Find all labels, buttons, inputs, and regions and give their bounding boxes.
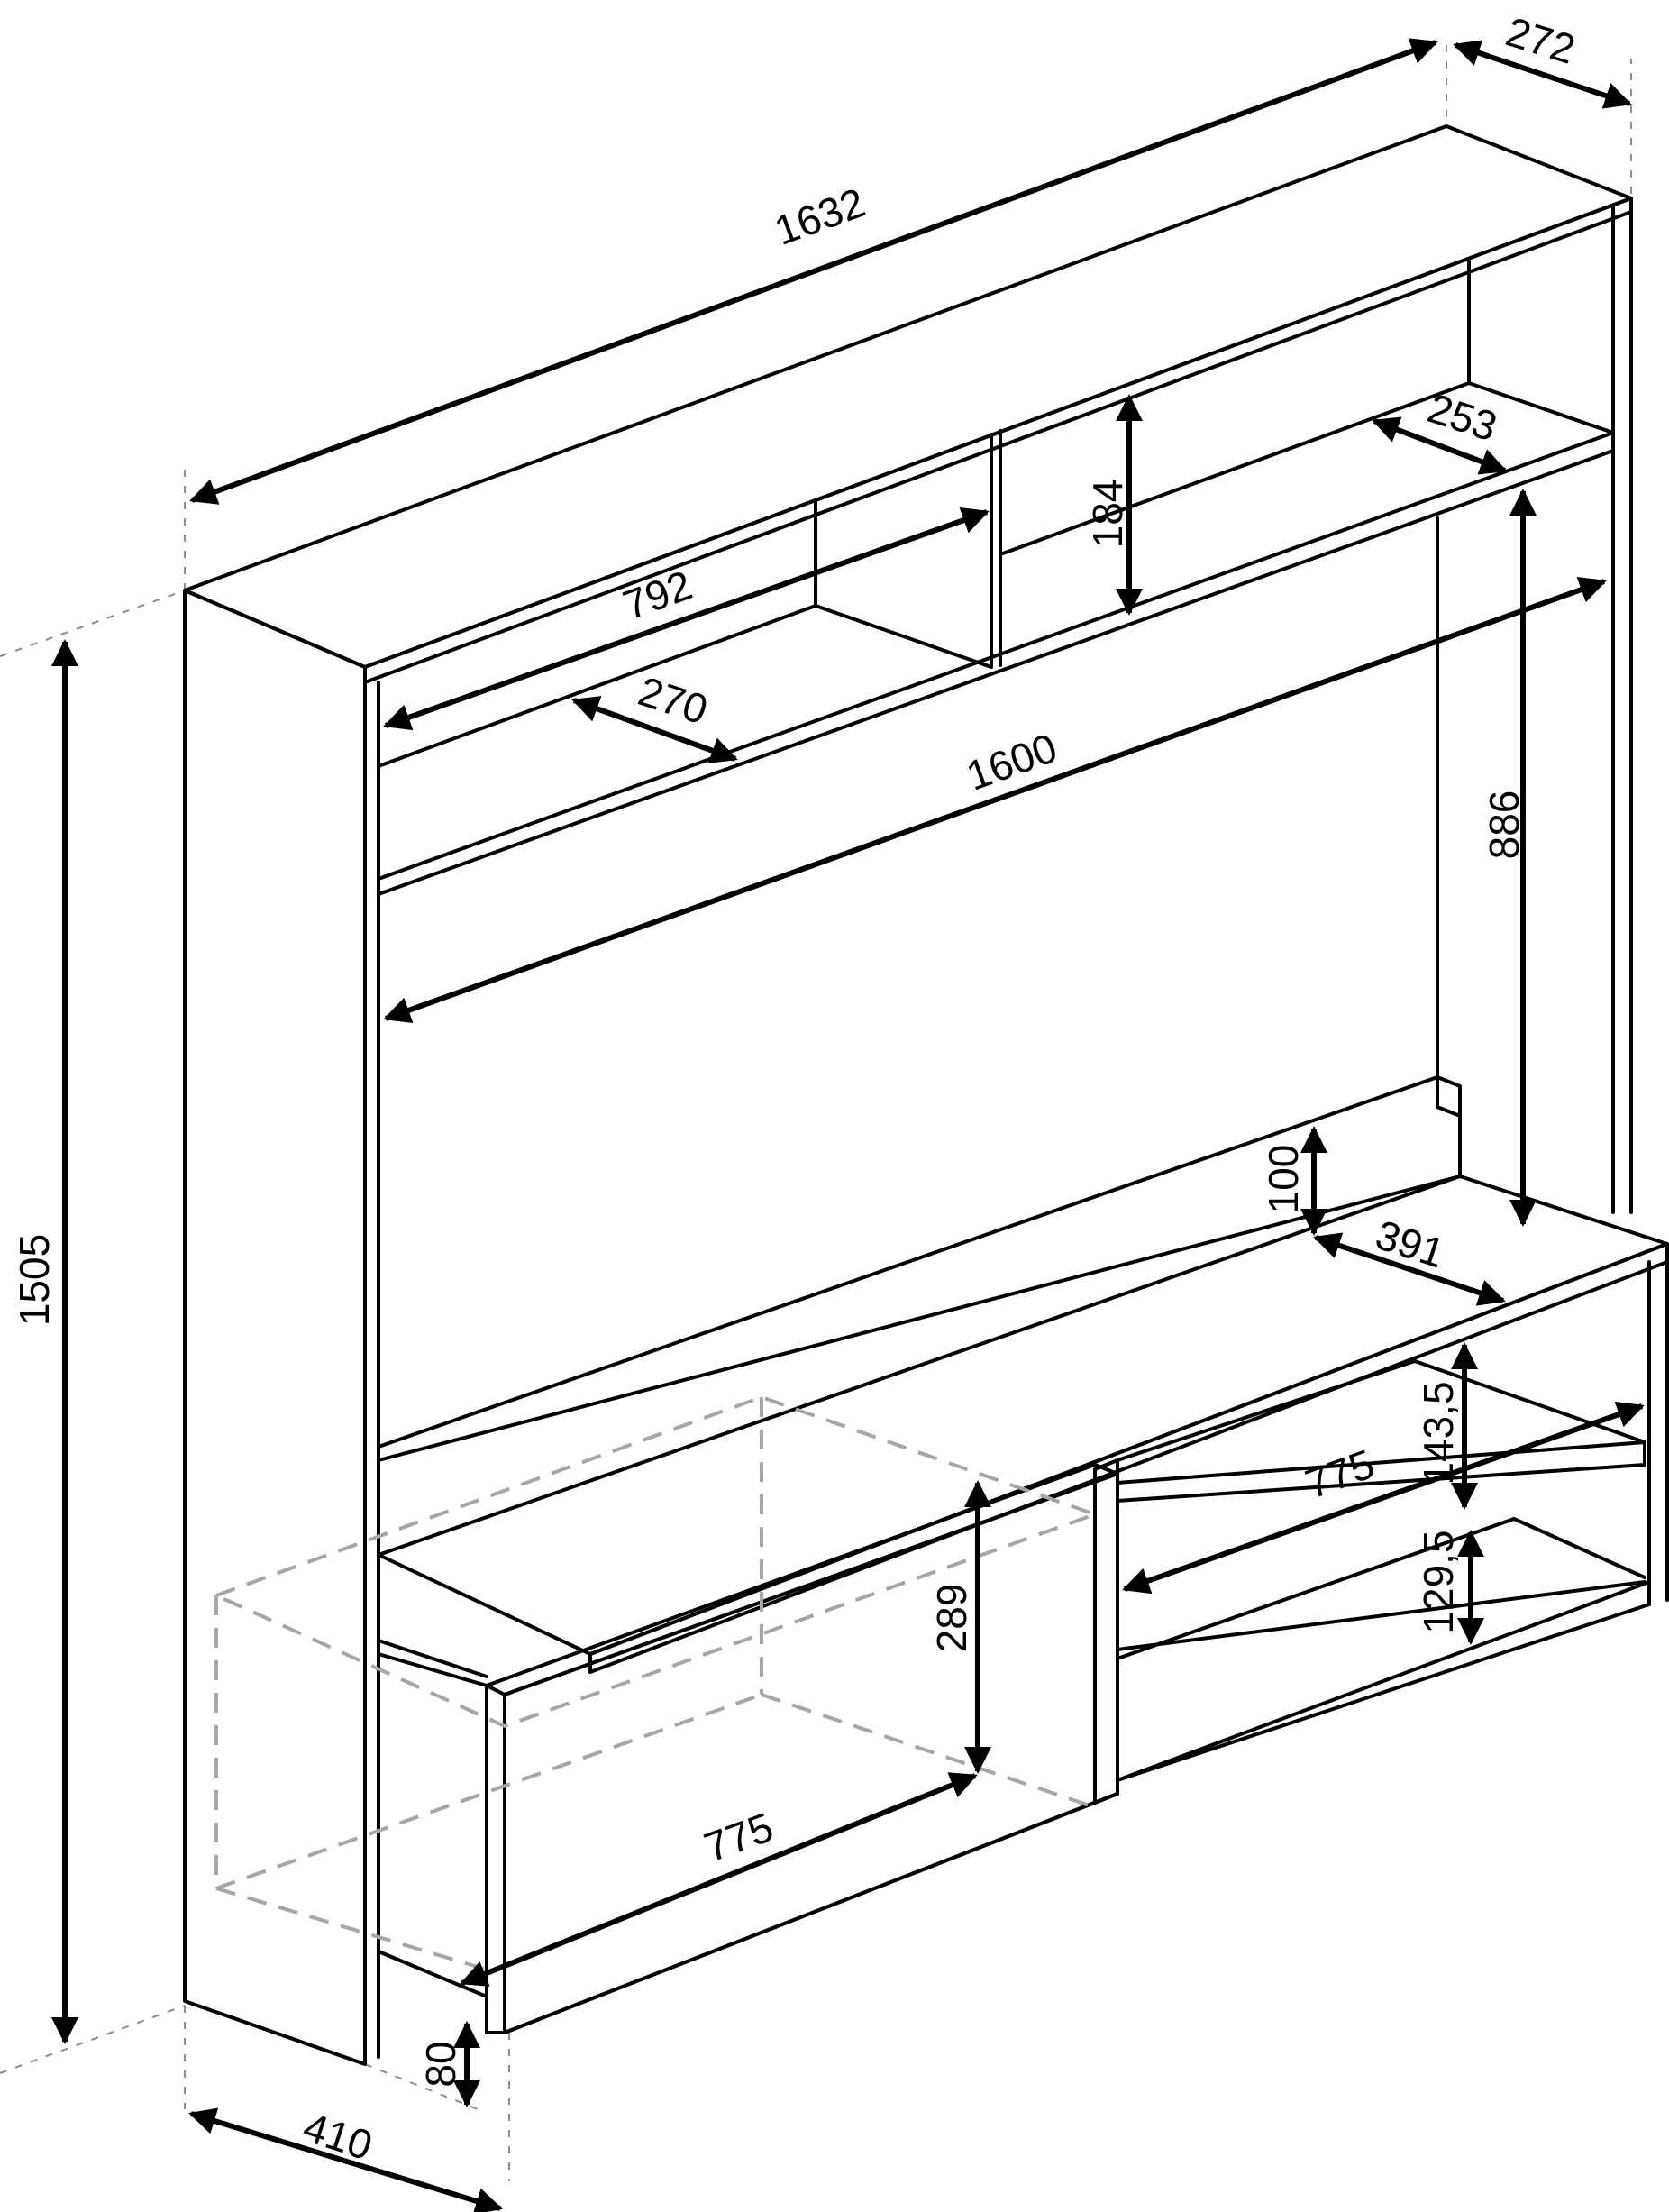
extension-lines: [0, 36, 1632, 2181]
dim-tv-opening-height: 886: [1481, 791, 1528, 860]
console-top: [377, 1175, 1669, 1656]
drawer-open-outline: [211, 1394, 1100, 1971]
dim-top-compartment-height: 184: [1084, 480, 1131, 549]
dim-upper-shelf-depth: 270: [633, 667, 713, 733]
dim-overall-width: 1632: [769, 178, 871, 254]
dim-plinth-height: 80: [417, 2041, 464, 2087]
drawer-front: [485, 1463, 1119, 1696]
center-divider: [1093, 1458, 1119, 1805]
dim-overall-height: 1505: [11, 1234, 58, 1326]
dim-drawer-height: 289: [928, 1584, 975, 1653]
left-side-panel: [183, 589, 367, 2066]
top-panel: [183, 124, 1633, 669]
dim-console-depth: 391: [1370, 1211, 1450, 1276]
dim-right-shelf-depth: 253: [1422, 384, 1502, 450]
dim-back-rail-height: 100: [1260, 1145, 1307, 1214]
dimension-arrows: [51, 38, 1645, 2212]
dim-inner-width: 1600: [961, 724, 1063, 800]
top-panel-front: [363, 197, 1633, 684]
dim-right-compartment-top-height: 143,5: [1415, 1381, 1462, 1485]
dim-right-shelf-width: 775: [1300, 1440, 1381, 1507]
right-middle-shelf: [1116, 1440, 1646, 1503]
dim-right-compartment-bottom-height: 129,5: [1415, 1530, 1462, 1633]
dim-base-depth: 410: [297, 2103, 378, 2169]
back-rail: [377, 1075, 1462, 1462]
